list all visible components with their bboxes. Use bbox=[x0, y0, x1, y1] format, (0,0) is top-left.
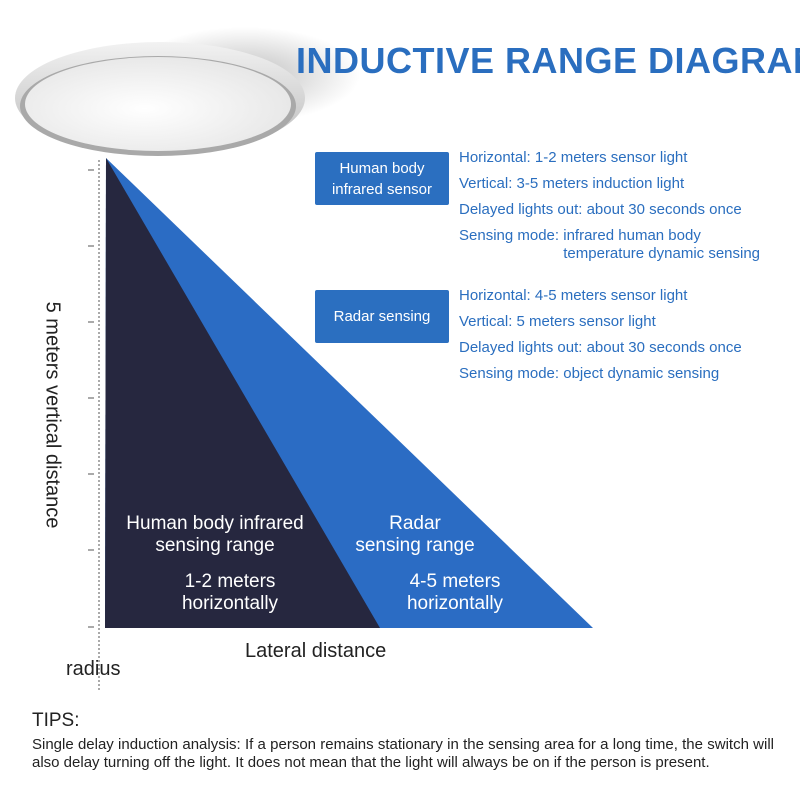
page-title: INDUCTIVE RANGE DIAGRAM bbox=[296, 40, 800, 81]
radar-range-value: 4-5 meters horizontally bbox=[406, 571, 504, 614]
tips-title: TIPS: bbox=[32, 710, 80, 731]
infrared-range-name: Human body infrared sensing range bbox=[126, 513, 304, 556]
horizontal-axis-label: Lateral distance bbox=[245, 640, 387, 662]
infrared-range-value: 1-2 meters horizontally bbox=[181, 571, 279, 614]
infrared-spec-vertical: Vertical: 3-5 meters induction light bbox=[459, 175, 685, 192]
radar-spec-mode: Sensing mode: object dynamic sensing bbox=[459, 365, 720, 382]
infrared-spec-horizontal: Horizontal: 1-2 meters sensor light bbox=[459, 149, 688, 166]
infrared-range-area bbox=[105, 158, 380, 628]
radius-label: radius bbox=[66, 658, 121, 680]
tips-body: Single delay induction analysis: If a pe… bbox=[32, 736, 774, 771]
radar-sensor-badge: Radar sensing bbox=[315, 290, 449, 343]
infrared-spec-delay: Delayed lights out: about 30 seconds onc… bbox=[459, 201, 742, 218]
radar-range-name: Radar sensing range bbox=[355, 513, 475, 556]
infrared-sensor-badge: Human body infrared sensor bbox=[315, 152, 449, 205]
infrared-spec-mode: Sensing mode: infrared human body temper… bbox=[459, 227, 761, 262]
vertical-axis-label: 5 meters vertical distance bbox=[41, 301, 64, 529]
radar-spec-delay: Delayed lights out: about 30 seconds onc… bbox=[459, 339, 742, 356]
radar-spec-horizontal: Horizontal: 4-5 meters sensor light bbox=[459, 287, 688, 304]
radar-spec-vertical: Vertical: 5 meters sensor light bbox=[459, 313, 656, 330]
ceiling-lamp-illustration bbox=[15, 27, 360, 156]
